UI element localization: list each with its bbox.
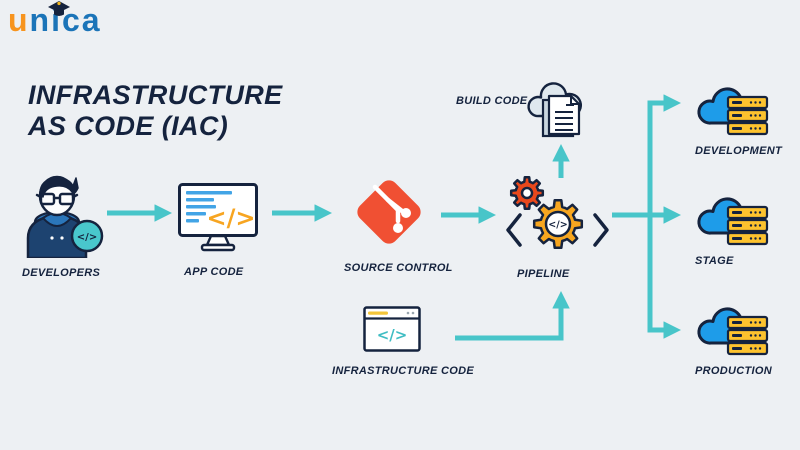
angle-bracket-right-icon (593, 213, 609, 247)
node-source-control: SOURCE CONTROL (344, 173, 453, 274)
node-developers: </> DEVELOPERS (22, 172, 106, 279)
arrow-pipeline-to-production (647, 217, 681, 339)
developers-label: DEVELOPERS (22, 267, 101, 279)
unica-logo: unica (8, 2, 102, 39)
node-production: PRODUCTION (695, 290, 772, 377)
logo-letter-u: u (8, 2, 30, 38)
pipeline-gears-icon: </> (506, 175, 609, 250)
infrastructure-code-label: INFRASTRUCTURE CODE (332, 365, 474, 377)
git-icon (357, 180, 421, 244)
browser-code-icon: </> (363, 306, 421, 352)
arrow-pipeline-to-development (647, 94, 681, 213)
title-line-1: INFRASTRUCTURE (28, 80, 283, 110)
node-build-code (526, 74, 590, 145)
node-app-code: </> APP CODE (178, 183, 258, 278)
code-glyph: </> (377, 326, 408, 344)
page-title: INFRASTRUCTURE AS CODE (IAC) (28, 80, 283, 142)
arrow-infrastructure-code-to-pipeline (455, 291, 570, 341)
node-stage: STAGE (695, 180, 769, 267)
cloud-server-icon (697, 87, 769, 136)
code-glyph: </> (77, 232, 97, 243)
pipeline-label: PIPELINE (517, 268, 570, 280)
code-glyph: </> (207, 204, 256, 232)
monitor-code-icon: </> (178, 183, 258, 252)
cloud-server-icon (697, 307, 769, 356)
node-pipeline: </> PIPELINE (503, 170, 613, 280)
code-glyph: </> (548, 220, 567, 231)
production-label: PRODUCTION (695, 365, 772, 377)
development-label: DEVELOPMENT (695, 145, 783, 157)
node-infrastructure-code: </> INFRASTRUCTURE CODE (330, 306, 474, 377)
title-line-2: AS CODE (IAC) (28, 111, 229, 141)
developer-icon: </> (26, 175, 104, 260)
cloud-document-icon (527, 82, 582, 138)
graduation-cap-icon (48, 1, 70, 16)
cloud-server-icon (697, 197, 769, 246)
angle-bracket-left-icon (506, 213, 522, 247)
source-control-label: SOURCE CONTROL (344, 262, 453, 274)
stage-label: STAGE (695, 255, 734, 267)
app-code-label: APP CODE (184, 266, 244, 278)
node-development: DEVELOPMENT (695, 70, 782, 157)
build-code-label: BUILD CODE (456, 95, 528, 107)
